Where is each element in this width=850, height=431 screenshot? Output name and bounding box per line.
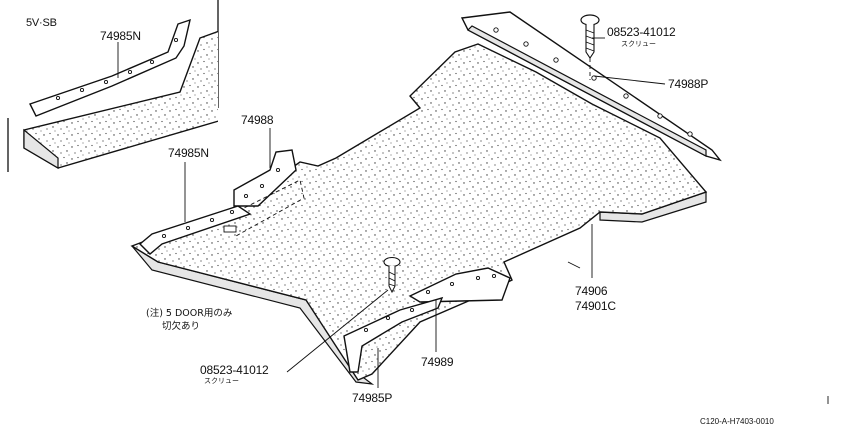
part-label-74901c[interactable]: 74901C <box>575 299 616 313</box>
screw-front-icon <box>383 256 401 294</box>
leader-lines <box>184 37 666 388</box>
inset-detail <box>7 0 219 172</box>
inset-sill-trim <box>29 18 191 117</box>
front-bracket-upper <box>231 149 305 237</box>
part-sublabel-screw-front: スクリュー <box>204 377 239 385</box>
front-sill-trim <box>138 205 252 255</box>
rear-sill-trim <box>343 296 444 373</box>
part-label-74989[interactable]: 74989 <box>421 355 454 369</box>
part-label-74985n[interactable]: 74985N <box>168 146 209 160</box>
part-label-74985n-inset[interactable]: 74985N <box>100 29 141 43</box>
floor-mat <box>130 43 708 385</box>
part-label-08523-41012-front[interactable]: 08523-41012 <box>200 363 269 377</box>
inset-mat-edge <box>23 128 59 170</box>
rear-retainer-strip <box>460 11 722 162</box>
part-label-08523-41012-rear[interactable]: 08523-41012 <box>607 25 676 39</box>
rear-bracket-lower <box>408 267 511 303</box>
note-line-1: (注) 5 DOOR用のみ <box>146 308 233 319</box>
part-sublabel-screw-rear: スクリュー <box>621 40 656 48</box>
screw-rear-icon <box>580 14 600 80</box>
note-line-2: 切欠あり <box>162 321 201 332</box>
part-label-74988[interactable]: 74988 <box>241 113 274 127</box>
part-label-74988p[interactable]: 74988P <box>668 77 709 91</box>
part-label-74906[interactable]: 74906 <box>575 284 608 298</box>
drawing-code: C120-A-H7403-0010 <box>700 417 774 426</box>
variant-label: 5V·SB <box>26 17 57 29</box>
part-label-74985p[interactable]: 74985P <box>352 391 393 405</box>
